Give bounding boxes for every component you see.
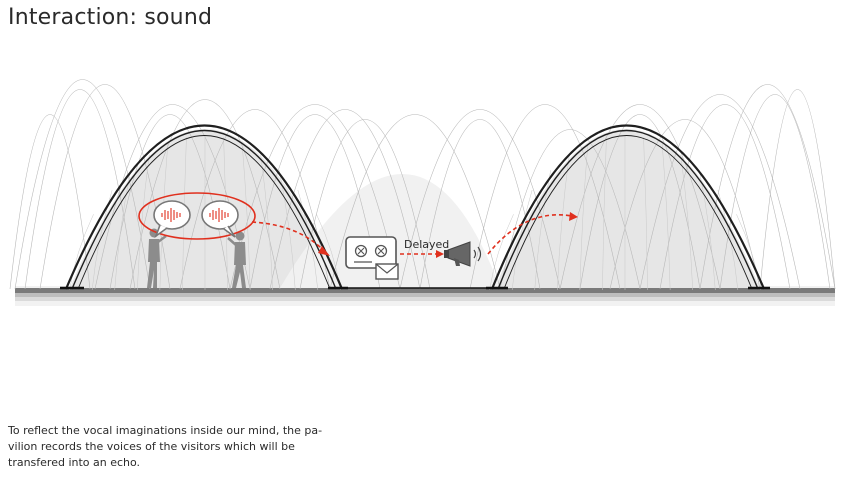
caption-line: To reflect the vocal imaginations inside… [8,424,323,437]
arrowheads [318,212,578,258]
canopy-rib [69,214,94,291]
envelope-icon [375,263,399,280]
canopy-rib [680,154,693,291]
background-arc [759,89,836,290]
ground [15,286,835,306]
background-arc [329,114,501,290]
background-arc [659,104,791,290]
background-arc [559,104,721,290]
main-arches [64,124,766,290]
recorder-icon [345,236,397,269]
canopy-rib [717,189,739,291]
background-arc [269,109,421,290]
speech-bubble-icon [201,200,239,238]
caption-line: transfered into an echo. [8,456,141,469]
canopy-rib [297,189,319,291]
echo-path [251,214,573,255]
canopy-rib [661,143,671,291]
page-title: Interaction: sound [8,5,213,30]
caption-line: vilion records the voices of the visitor… [8,440,295,453]
description-caption: To reflect the vocal imaginations inside… [8,423,338,471]
background-arc [399,109,561,290]
background-arc [129,99,281,290]
delayed-label: Delayed [404,238,449,251]
canopy-rib [579,143,589,291]
canopy-rib [260,154,273,291]
background-arc [24,89,136,290]
canopy-rib [534,170,551,291]
canopy-rib [736,214,761,291]
canopy-rib [241,143,251,291]
canopy-rib [557,154,570,291]
background-arc [179,109,331,290]
canopy-rib [602,137,607,291]
background-arc [499,129,641,290]
megaphone-icon [444,241,482,267]
canopy-rib [91,189,113,291]
speech-bubble-icon [153,200,191,239]
visitor-figure-right [227,231,246,288]
canopy-rib [643,137,648,291]
voice-highlight-ellipse [138,192,256,240]
background-arc [229,104,401,290]
canopy-rib [489,214,514,291]
canopy-rib [279,170,296,291]
background-arc [469,104,621,290]
